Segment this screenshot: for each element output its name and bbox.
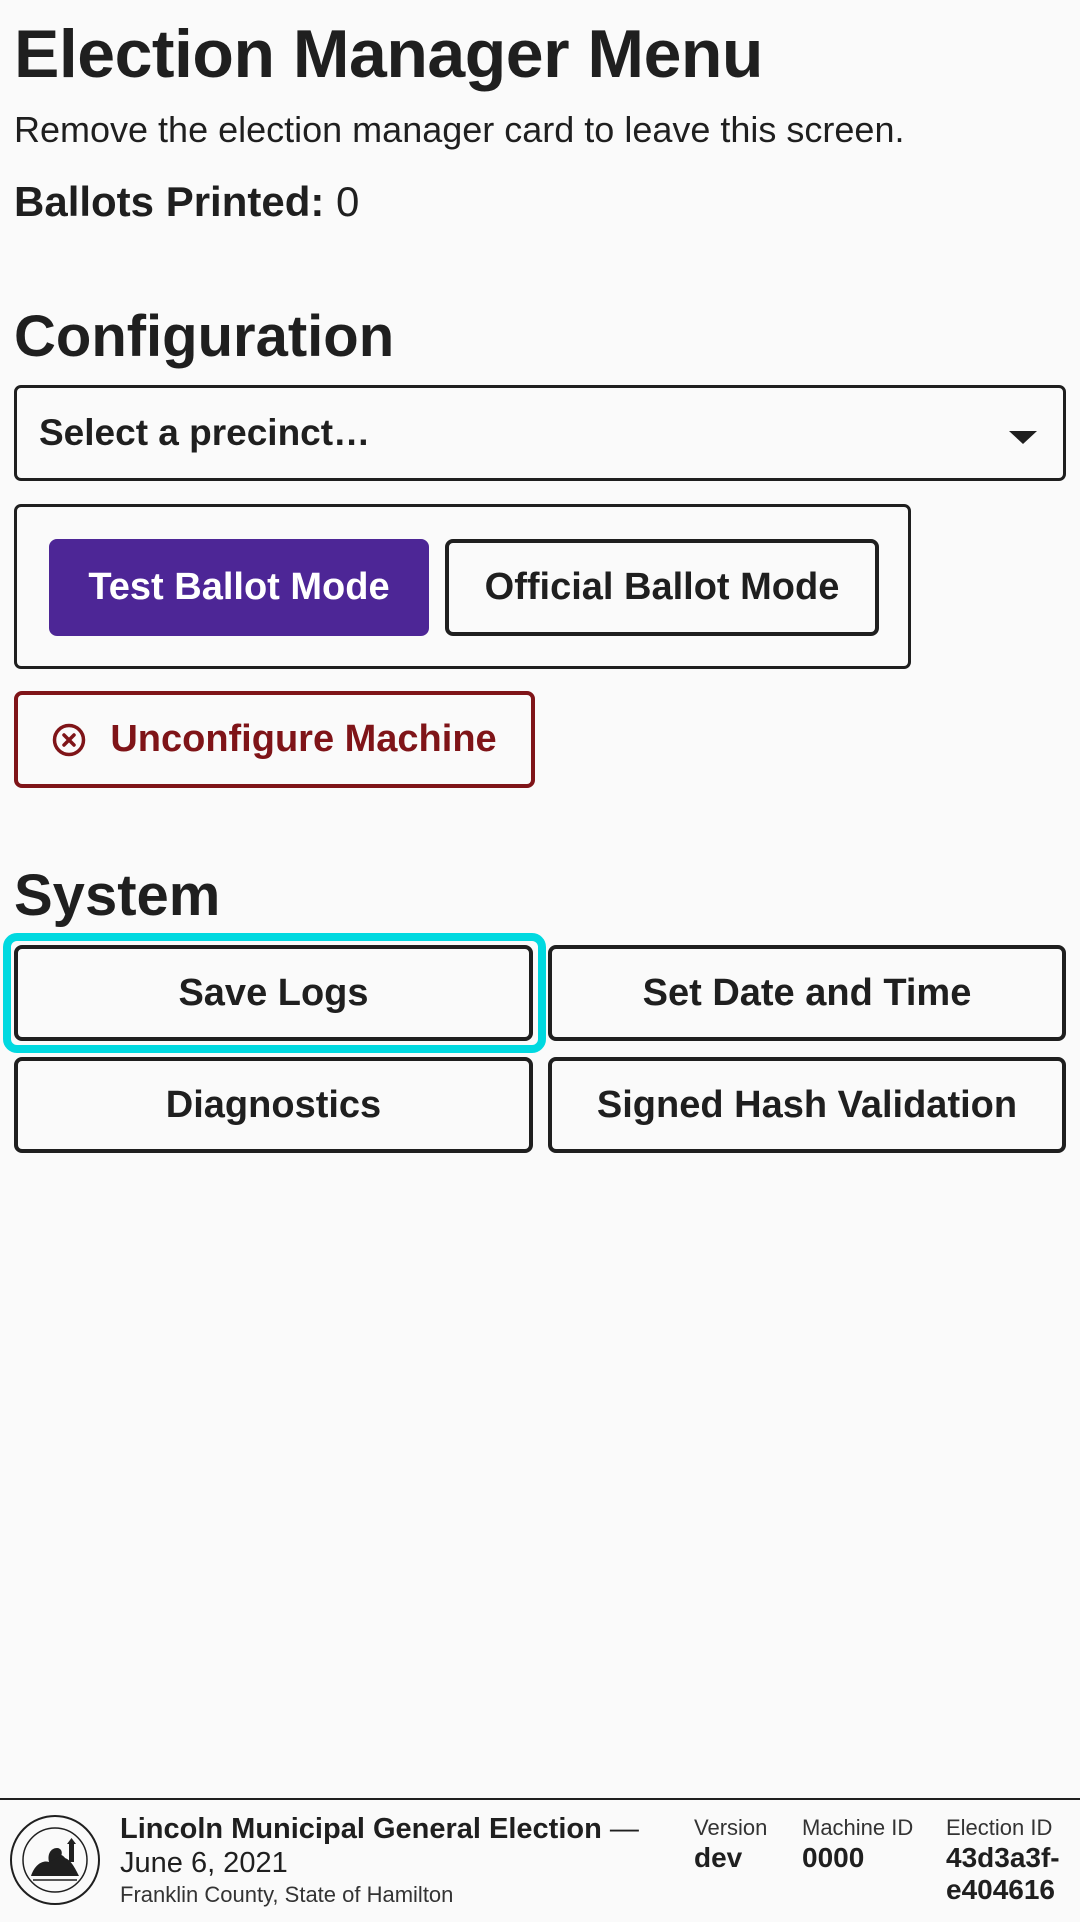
test-ballot-mode-button[interactable]: Test Ballot Mode [49, 539, 429, 636]
unconfigure-machine-label: Unconfigure Machine [110, 718, 497, 760]
circle-x-icon [53, 723, 86, 756]
ballots-printed-label: Ballots Printed: [14, 178, 325, 225]
focus-indicator [3, 933, 546, 1053]
version-info: Version dev [694, 1814, 767, 1874]
version-label: Version [694, 1815, 768, 1840]
machine-id-info: Machine ID 0000 [802, 1814, 913, 1874]
unconfigure-machine-button[interactable]: Unconfigure Machine [14, 691, 535, 788]
election-id-info: Election ID 43d3a3f-e404616 [946, 1814, 1070, 1906]
title-dash: — [609, 1813, 639, 1845]
precinct-select[interactable]: Select a precinct… [14, 385, 1066, 481]
ballot-mode-toggle: Test Ballot Mode Official Ballot Mode [14, 504, 911, 669]
official-ballot-mode-button[interactable]: Official Ballot Mode [445, 539, 879, 636]
signed-hash-validation-button[interactable]: Signed Hash Validation [548, 1057, 1066, 1153]
configuration-heading: Configuration [14, 304, 395, 369]
instructions-text: Remove the election manager card to leav… [14, 109, 905, 150]
election-info-bar: Lincoln Municipal General Election — Jun… [0, 1798, 1080, 1922]
diagnostics-button[interactable]: Diagnostics [14, 1057, 533, 1153]
machine-id-value: 0000 [802, 1842, 865, 1873]
version-value: dev [694, 1842, 743, 1873]
set-date-time-button[interactable]: Set Date and Time [548, 945, 1066, 1041]
election-name: Lincoln Municipal General Election [120, 1813, 602, 1845]
precinct-select-value: Select a precinct… [39, 412, 371, 453]
election-title: Lincoln Municipal General Election — [120, 1812, 639, 1846]
election-date: June 6, 2021 [120, 1847, 288, 1879]
ballots-printed: Ballots Printed: 0 [14, 174, 359, 230]
save-logs-button[interactable]: Save Logs [14, 945, 533, 1041]
caret-down-icon [1009, 431, 1037, 444]
state-seal-icon [10, 1815, 100, 1905]
election-id-value: 43d3a3f-e404616 [946, 1842, 1060, 1905]
election-id-label: Election ID [946, 1815, 1053, 1840]
ballots-printed-value: 0 [336, 178, 360, 225]
system-heading: System [14, 863, 221, 928]
election-location: Franklin County, State of Hamilton [120, 1882, 454, 1907]
page-title: Election Manager Menu [14, 16, 763, 92]
machine-id-label: Machine ID [802, 1815, 914, 1840]
